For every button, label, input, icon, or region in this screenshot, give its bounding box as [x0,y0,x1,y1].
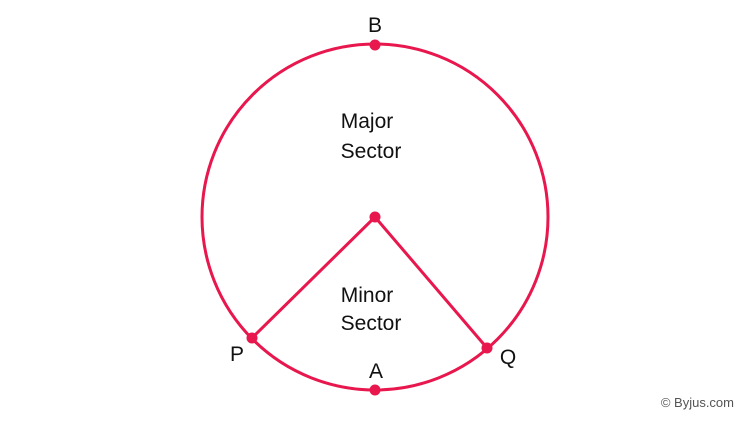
point-b-label: B [368,14,382,37]
minor-sector-label-line2: Sector [341,312,402,335]
point-a-label: A [369,360,383,383]
point-p-label: P [230,343,244,366]
point-q-label: Q [500,346,516,369]
point-q-dot [481,342,493,354]
credit-text: © Byjus.com [661,395,734,410]
point-a-dot [369,384,381,396]
major-sector-label-line2: Sector [341,140,402,163]
point-p-dot [246,332,258,344]
major-sector-label-line1: Major [341,110,394,133]
radius-op [250,215,377,340]
minor-sector-label-line1: Minor [341,284,394,307]
point-b-dot [369,39,381,51]
center-point [369,211,381,223]
radius-oq [373,216,489,349]
